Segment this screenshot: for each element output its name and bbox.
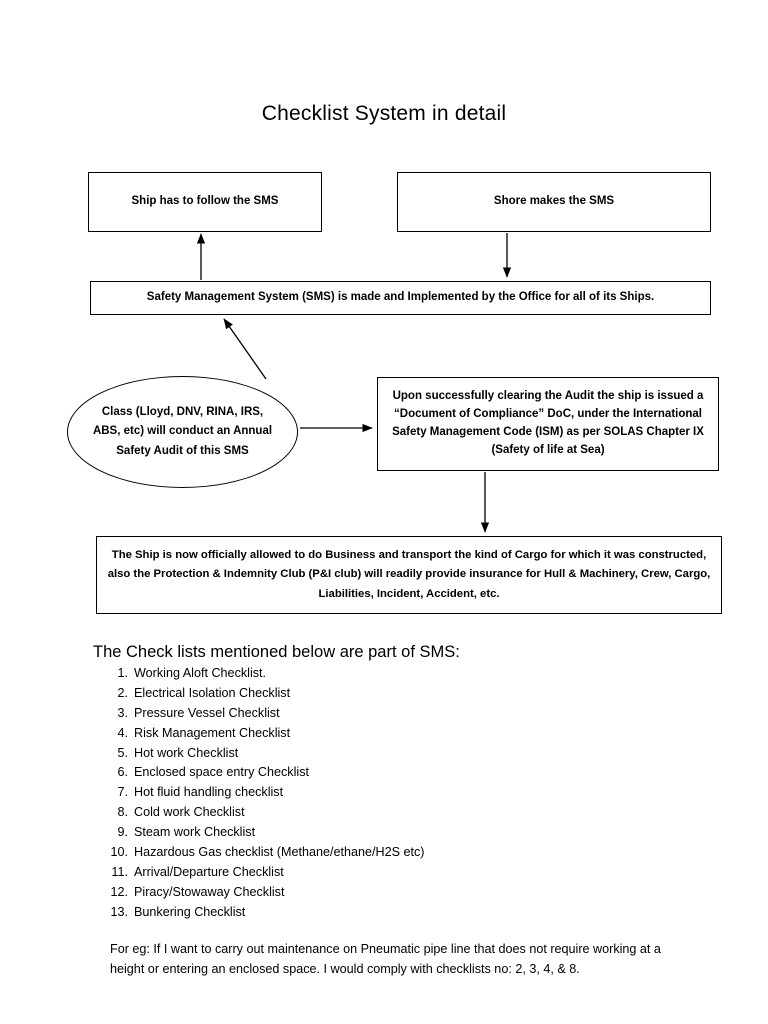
checklist-items: 1. Working Aloft Checklist. 2. Electrical I…: [104, 664, 664, 923]
list-item-number: 5.: [117, 745, 128, 760]
list-item: 13. Bunkering Checklist: [104, 903, 664, 923]
list-item: 8. Cold work Checklist: [104, 803, 664, 823]
list-item: 6. Enclosed space entry Checklist: [104, 763, 664, 783]
sms-implemented-box: Safety Management System (SMS) is made a…: [90, 281, 711, 315]
list-item-label: Hot fluid handling checklist: [134, 785, 284, 800]
shore-makes-sms-label: Shore makes the SMS: [493, 195, 615, 208]
list-item-number: 3.: [117, 705, 128, 720]
list-item-number: 7.: [117, 785, 128, 800]
class-annual-audit-label: Class (Lloyd, DNV, RINA, IRS, ABS, etc) …: [92, 405, 273, 457]
footnote-text: For eg: If I want to carry out maintenan…: [110, 941, 661, 976]
list-item: 1. Working Aloft Checklist.: [104, 664, 664, 684]
list-item-label: Bunkering Checklist: [134, 904, 246, 919]
checklist-heading: The Check lists mentioned below are part…: [93, 642, 460, 661]
list-item-label: Cold work Checklist: [134, 805, 245, 820]
ship-follows-sms-label: Ship has to follow the SMS: [131, 195, 279, 208]
list-item-number: 9.: [117, 825, 128, 840]
list-item-number: 8.: [117, 805, 128, 820]
list-item: 11. Arrival/Departure Checklist: [104, 863, 664, 883]
list-item-label: Risk Management Checklist: [134, 725, 291, 740]
list-item-label: Piracy/Stowaway Checklist: [134, 884, 285, 899]
list-item: 5. Hot work Checklist: [104, 744, 664, 764]
sms-implemented-label: Safety Management System (SMS) is made a…: [146, 291, 655, 304]
list-item: 12. Piracy/Stowaway Checklist: [104, 883, 664, 903]
list-item-number: 10.: [110, 845, 128, 860]
ship-business-allowed-label: The Ship is now officially allowed to do…: [107, 549, 711, 600]
list-item-number: 13.: [110, 904, 128, 919]
shore-makes-sms-box: Shore makes the SMS: [397, 172, 711, 232]
list-item-label: Hazardous Gas checklist (Methane/ethane/…: [134, 845, 425, 860]
list-item-number: 2.: [117, 685, 128, 700]
page-title: Checklist System in detail: [261, 102, 507, 126]
list-item: 7. Hot fluid handling checklist: [104, 783, 664, 803]
document-of-compliance-label: Upon successfully clearing the Audit the…: [392, 390, 704, 456]
list-item-number: 1.: [117, 666, 128, 680]
list-item-number: 4.: [117, 725, 128, 740]
list-item-number: 11.: [111, 864, 128, 879]
list-item-label: Pressure Vessel Checklist: [134, 705, 280, 720]
list-item: 4. Risk Management Checklist: [104, 724, 664, 744]
document-of-compliance-box: Upon successfully clearing the Audit the…: [377, 377, 719, 471]
list-item-label: Electrical Isolation Checklist: [134, 685, 291, 700]
list-item-number: 6.: [117, 765, 128, 780]
ship-business-allowed-box: The Ship is now officially allowed to do…: [96, 536, 722, 614]
list-item-number: 12.: [110, 884, 128, 899]
class-annual-audit-ellipse: Class (Lloyd, DNV, RINA, IRS, ABS, etc) …: [67, 376, 298, 488]
list-item-label: Hot work Checklist: [134, 745, 239, 760]
arrow-class-to-sms: [223, 318, 267, 380]
list-item: 10. Hazardous Gas checklist (Methane/etha…: [104, 843, 664, 863]
list-item-label: Steam work Checklist: [134, 825, 256, 840]
list-item: 3. Pressure Vessel Checklist: [104, 704, 664, 724]
list-item-label: Working Aloft Checklist.: [134, 666, 267, 680]
list-item: 9. Steam work Checklist: [104, 823, 664, 843]
list-item-label: Arrival/Departure Checklist: [134, 864, 284, 879]
list-item: 2. Electrical Isolation Checklist: [104, 684, 664, 704]
ship-follows-sms-box: Ship has to follow the SMS: [88, 172, 322, 232]
list-item-label: Enclosed space entry Checklist: [134, 765, 309, 780]
